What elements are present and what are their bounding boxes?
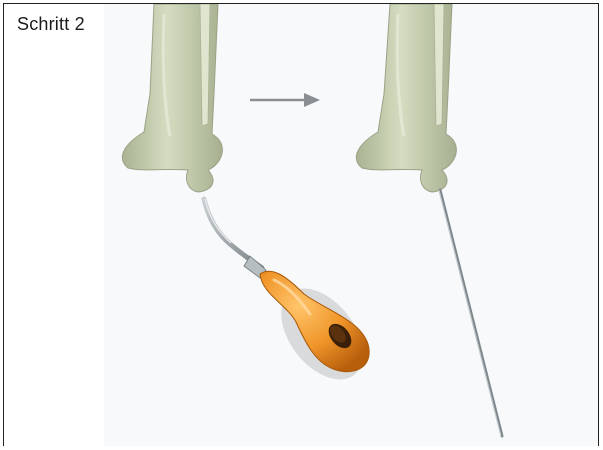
illustration xyxy=(4,4,599,446)
figure-frame: Schritt 2 xyxy=(3,3,599,446)
